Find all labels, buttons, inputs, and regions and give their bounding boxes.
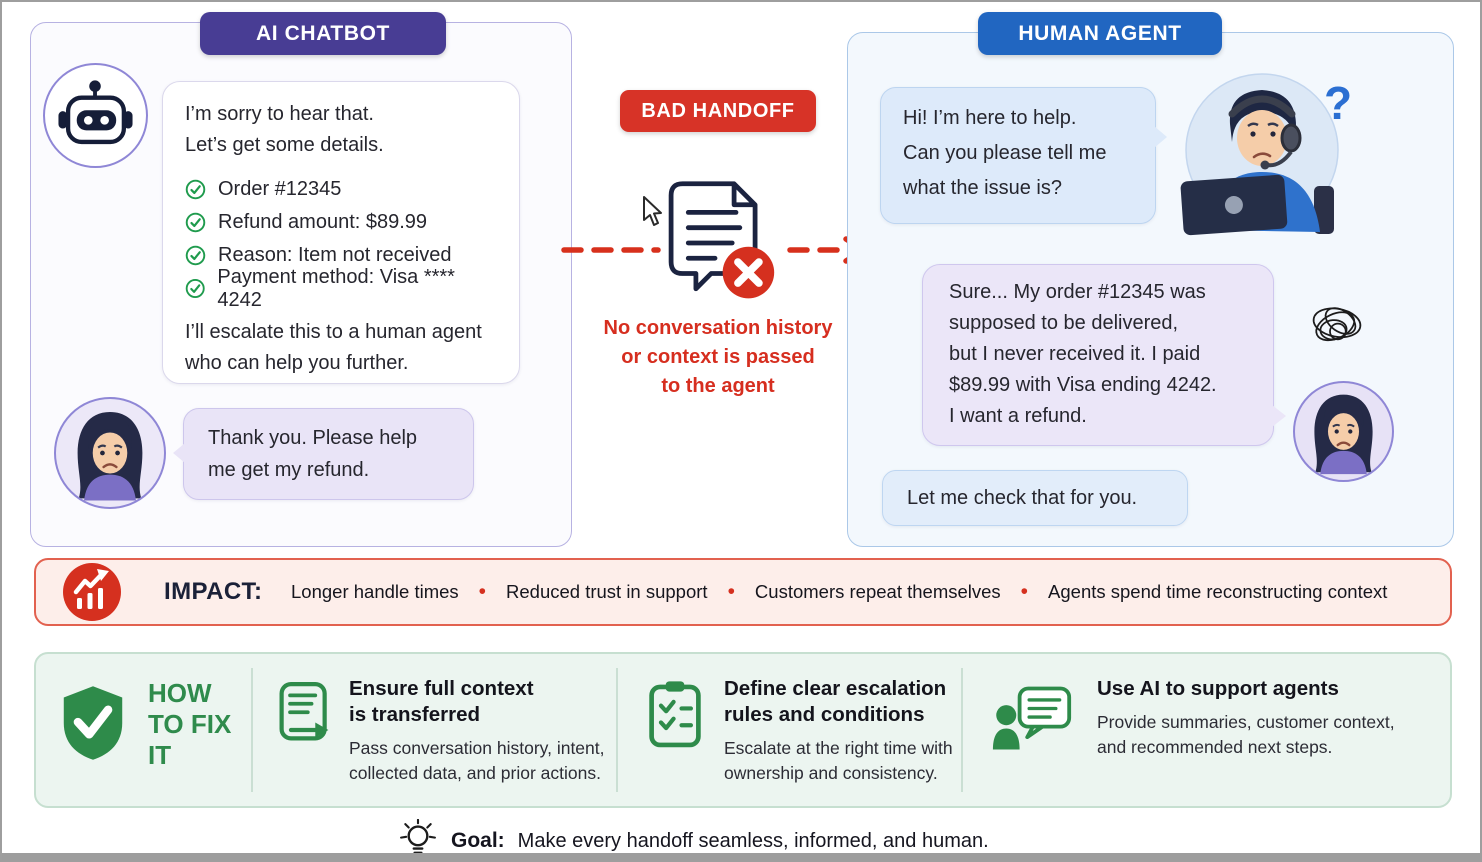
document-x-icon [668, 181, 775, 299]
impact-items: Longer handle times • Reduced trust in s… [291, 560, 1387, 624]
fix-title-line: rules and conditions [724, 703, 925, 726]
customer-message-bubble: Thank you. Please help me get my refund. [173, 408, 474, 500]
doc-transfer-icon [279, 682, 329, 741]
bullet-separator: • [478, 580, 486, 603]
check-circle-icon [185, 212, 206, 233]
customer-detail-bubble: Sure... My order #12345 was supposed to … [922, 264, 1286, 446]
agent-greeting-line: what the issue is? [903, 177, 1062, 199]
bullet-separator: • [727, 580, 735, 603]
agent-reply-line: Let me check that for you. [907, 487, 1138, 509]
agent-reply-bubble: Let me check that for you. [882, 470, 1188, 526]
ai-chatbot-badge-label: AI CHATBOT [256, 21, 390, 45]
customer-detail-line: but I never received it. I paid [949, 343, 1201, 365]
agent-greeting-line: Can you please tell me [903, 142, 1107, 164]
goal-label: Goal: [451, 829, 505, 852]
checklist-item-label: Reason: Item not received [218, 244, 452, 266]
chatbot-avatar [43, 63, 148, 168]
impact-item: Reduced trust in support [506, 581, 708, 602]
fix-title-line: Define clear escalation [724, 677, 947, 700]
checklist-item-label: Refund amount: $89.99 [218, 211, 428, 233]
human-agent-badge: HUMAN AGENT [978, 12, 1222, 55]
checklist-item-label: Payment method: Visa **** 4242 [217, 265, 455, 311]
ai-chatbot-badge: AI CHATBOT [200, 12, 446, 55]
fix-item: Ensure full context is transferred Pass … [349, 676, 605, 785]
handoff-caption-line: to the agent [661, 375, 775, 397]
customer-detail-line: $89.99 with Visa ending 4242. [949, 374, 1217, 396]
fix-desc-line: Provide summaries, customer context, [1097, 712, 1395, 732]
how-to-fix-heading-line: IT [148, 740, 172, 770]
bullet-separator: • [1020, 580, 1029, 603]
fix-desc-line: and recommended next steps. [1097, 736, 1333, 757]
how-to-fix-heading: HOW TO FIX IT [148, 678, 231, 771]
impact-item: Longer handle times [291, 581, 459, 602]
customer-detail-line: I want a refund. [949, 405, 1087, 427]
impact-item: Customers repeat themselves [754, 581, 1001, 602]
handoff-caption-line: No conversation history [603, 317, 833, 339]
scribble-icon [1312, 307, 1362, 342]
handoff-caption-line: or context is passed [621, 346, 815, 368]
chatbot-message-line: I’m sorry to hear that. [185, 103, 374, 125]
divider [616, 668, 618, 792]
checklist-item: Refund amount: $89.99 [185, 206, 497, 239]
question-mark: ? [1324, 77, 1353, 129]
how-to-fix-heading-line: TO FIX [148, 709, 232, 739]
customer-detail-line: supposed to be delivered, [949, 312, 1179, 334]
chatbot-message-line: Let’s get some details. [185, 134, 384, 156]
check-circle-icon [185, 245, 206, 266]
check-circle-icon [185, 179, 206, 200]
fix-desc-line: Pass conversation history, intent, [349, 738, 605, 758]
customer-avatar [54, 397, 166, 509]
chatbot-message-line: I’ll escalate this to a human agent [185, 321, 482, 343]
agent-greeting-bubble: Hi! I’m here to help. Can you please tel… [880, 87, 1167, 224]
chart-up-icon [63, 563, 121, 621]
shield-check-icon [63, 686, 123, 760]
impact-label: IMPACT: [164, 578, 263, 605]
fix-item: Use AI to support agents Provide summari… [1097, 676, 1395, 759]
customer-detail-line: Sure... My order #12345 was [949, 281, 1206, 303]
customer-avatar [1293, 381, 1394, 482]
bad-handoff-badge-label: BAD HANDOFF [641, 99, 795, 122]
check-circle-icon [185, 279, 205, 298]
checklist-item: Order #12345 [185, 173, 497, 206]
chatbot-message-line: who can help you further. [185, 352, 409, 374]
divider [251, 668, 253, 792]
bad-handoff-badge: BAD HANDOFF [620, 90, 816, 132]
agent-greeting-line: Hi! I’m here to help. [903, 107, 1077, 129]
impact-bar: IMPACT: Longer handle times • Reduced tr… [34, 558, 1452, 626]
fix-desc-line: ownership and consistency. [724, 762, 938, 783]
window-bottom-edge [2, 853, 1480, 860]
how-to-fix-heading-line: HOW [148, 678, 212, 708]
divider [961, 668, 963, 792]
agent-avatar-icon [1180, 73, 1339, 236]
customer-avatar-icon [1314, 394, 1373, 475]
how-to-fix-bar: HOW TO FIX IT Ensure full context is tra… [34, 652, 1452, 808]
checklist-item-label: Order #12345 [218, 178, 342, 200]
checklist-item: Reason: Item not received [185, 239, 497, 272]
fix-item: Define clear escalation rules and condit… [724, 676, 953, 785]
checklist-item: Payment method: Visa **** 4242 [185, 266, 497, 311]
impact-item: Agents spend time reconstructing context [1048, 581, 1388, 602]
fix-title-line: is transferred [349, 703, 481, 726]
checklist-icon [649, 681, 701, 748]
goal-row: Goal: Make every handoff seamless, infor… [398, 819, 989, 860]
cursor-icon [643, 196, 662, 226]
fix-desc-line: Escalate at the right time with [724, 738, 953, 758]
goal-text: Make every handoff seamless, informed, a… [517, 829, 989, 852]
robot-icon [58, 80, 133, 145]
agent-assist-icon [992, 686, 1072, 750]
customer-message-line: me get my refund. [208, 459, 370, 481]
customer-message-line: Thank you. Please help [208, 427, 418, 449]
fix-title-line: Use AI to support agents [1097, 677, 1339, 700]
human-agent-badge-label: HUMAN AGENT [1018, 21, 1182, 45]
fix-desc-line: collected data, and prior actions. [349, 762, 601, 783]
fix-title-line: Ensure full context [349, 677, 534, 700]
customer-avatar-icon [77, 411, 143, 501]
handoff-caption: No conversation history or context is pa… [602, 314, 834, 401]
chatbot-message-bubble: I’m sorry to hear that. Let’s get some d… [162, 81, 520, 384]
